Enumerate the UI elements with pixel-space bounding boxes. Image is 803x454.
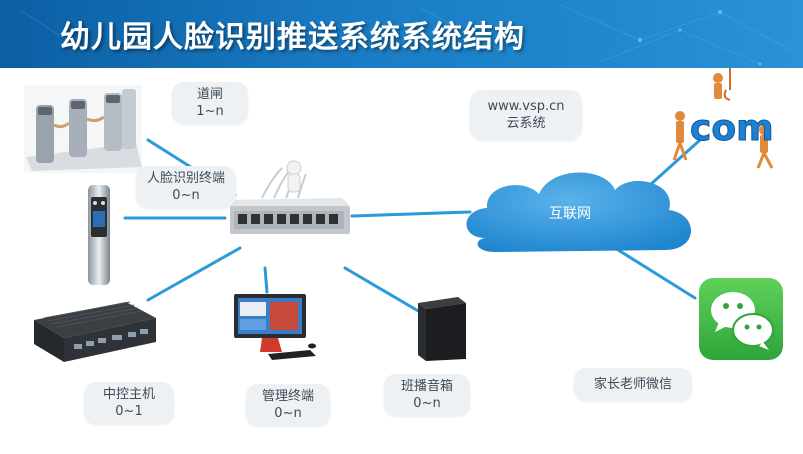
com-logo-text: com bbox=[690, 108, 774, 149]
management-pc-icon bbox=[234, 294, 316, 360]
controller-count: 0~1 bbox=[115, 404, 143, 419]
link-mgmt-switch bbox=[263, 266, 269, 294]
wechat-name: 家长老师微信 bbox=[593, 377, 672, 392]
speaker-name: 班播音箱 bbox=[400, 379, 453, 394]
internet-cloud-icon bbox=[466, 172, 692, 252]
wechat-label: 家长老师微信 bbox=[574, 368, 692, 401]
face-terminal-count: 0~n bbox=[172, 188, 200, 203]
cloud-system-name: 云系统 bbox=[506, 116, 546, 131]
cloud-system-url: www.vsp.cn bbox=[487, 99, 565, 114]
link-controller-switch bbox=[146, 246, 242, 302]
controller-name: 中控主机 bbox=[102, 387, 155, 402]
speaker-cabinet-icon bbox=[418, 297, 466, 361]
controller-label: 中控主机 0~1 bbox=[84, 382, 174, 424]
header-banner: 幼儿园人脸识别推送系统系统结构 bbox=[0, 0, 803, 68]
face-terminal-label: 人脸识别终端 0~n bbox=[136, 166, 236, 208]
controller-box-icon bbox=[34, 301, 156, 362]
wechat-icon bbox=[699, 278, 783, 360]
gate-label: 道闸 1~n bbox=[172, 82, 248, 124]
internet-label: 互联网 bbox=[549, 206, 591, 222]
link-switch-internet bbox=[350, 210, 472, 218]
face-terminal-name: 人脸识别终端 bbox=[146, 171, 225, 186]
mgmt-terminal-label: 管理终端 0~n bbox=[246, 384, 330, 426]
banner-network-pattern bbox=[19, 4, 791, 66]
mgmt-terminal-name: 管理终端 bbox=[261, 389, 314, 404]
speaker-label: 班播音箱 0~n bbox=[384, 374, 470, 416]
gate-count: 1~n bbox=[196, 104, 224, 119]
page-title: 幼儿园人脸识别推送系统系统结构 bbox=[60, 20, 525, 55]
link-internet-cloudsite bbox=[648, 138, 702, 187]
cloud-system-label: www.vsp.cn 云系统 bbox=[470, 90, 582, 140]
turnstile-gate-icon bbox=[24, 85, 142, 173]
speaker-count: 0~n bbox=[413, 396, 441, 411]
gate-name: 道闸 bbox=[196, 87, 223, 102]
link-speaker-switch bbox=[343, 266, 422, 314]
network-switch-icon bbox=[226, 160, 350, 234]
face-terminal-icon bbox=[88, 185, 110, 285]
link-internet-wechat bbox=[613, 246, 697, 300]
cloud-com-logo-icon: com bbox=[672, 68, 774, 169]
mgmt-terminal-count: 0~n bbox=[274, 406, 302, 421]
